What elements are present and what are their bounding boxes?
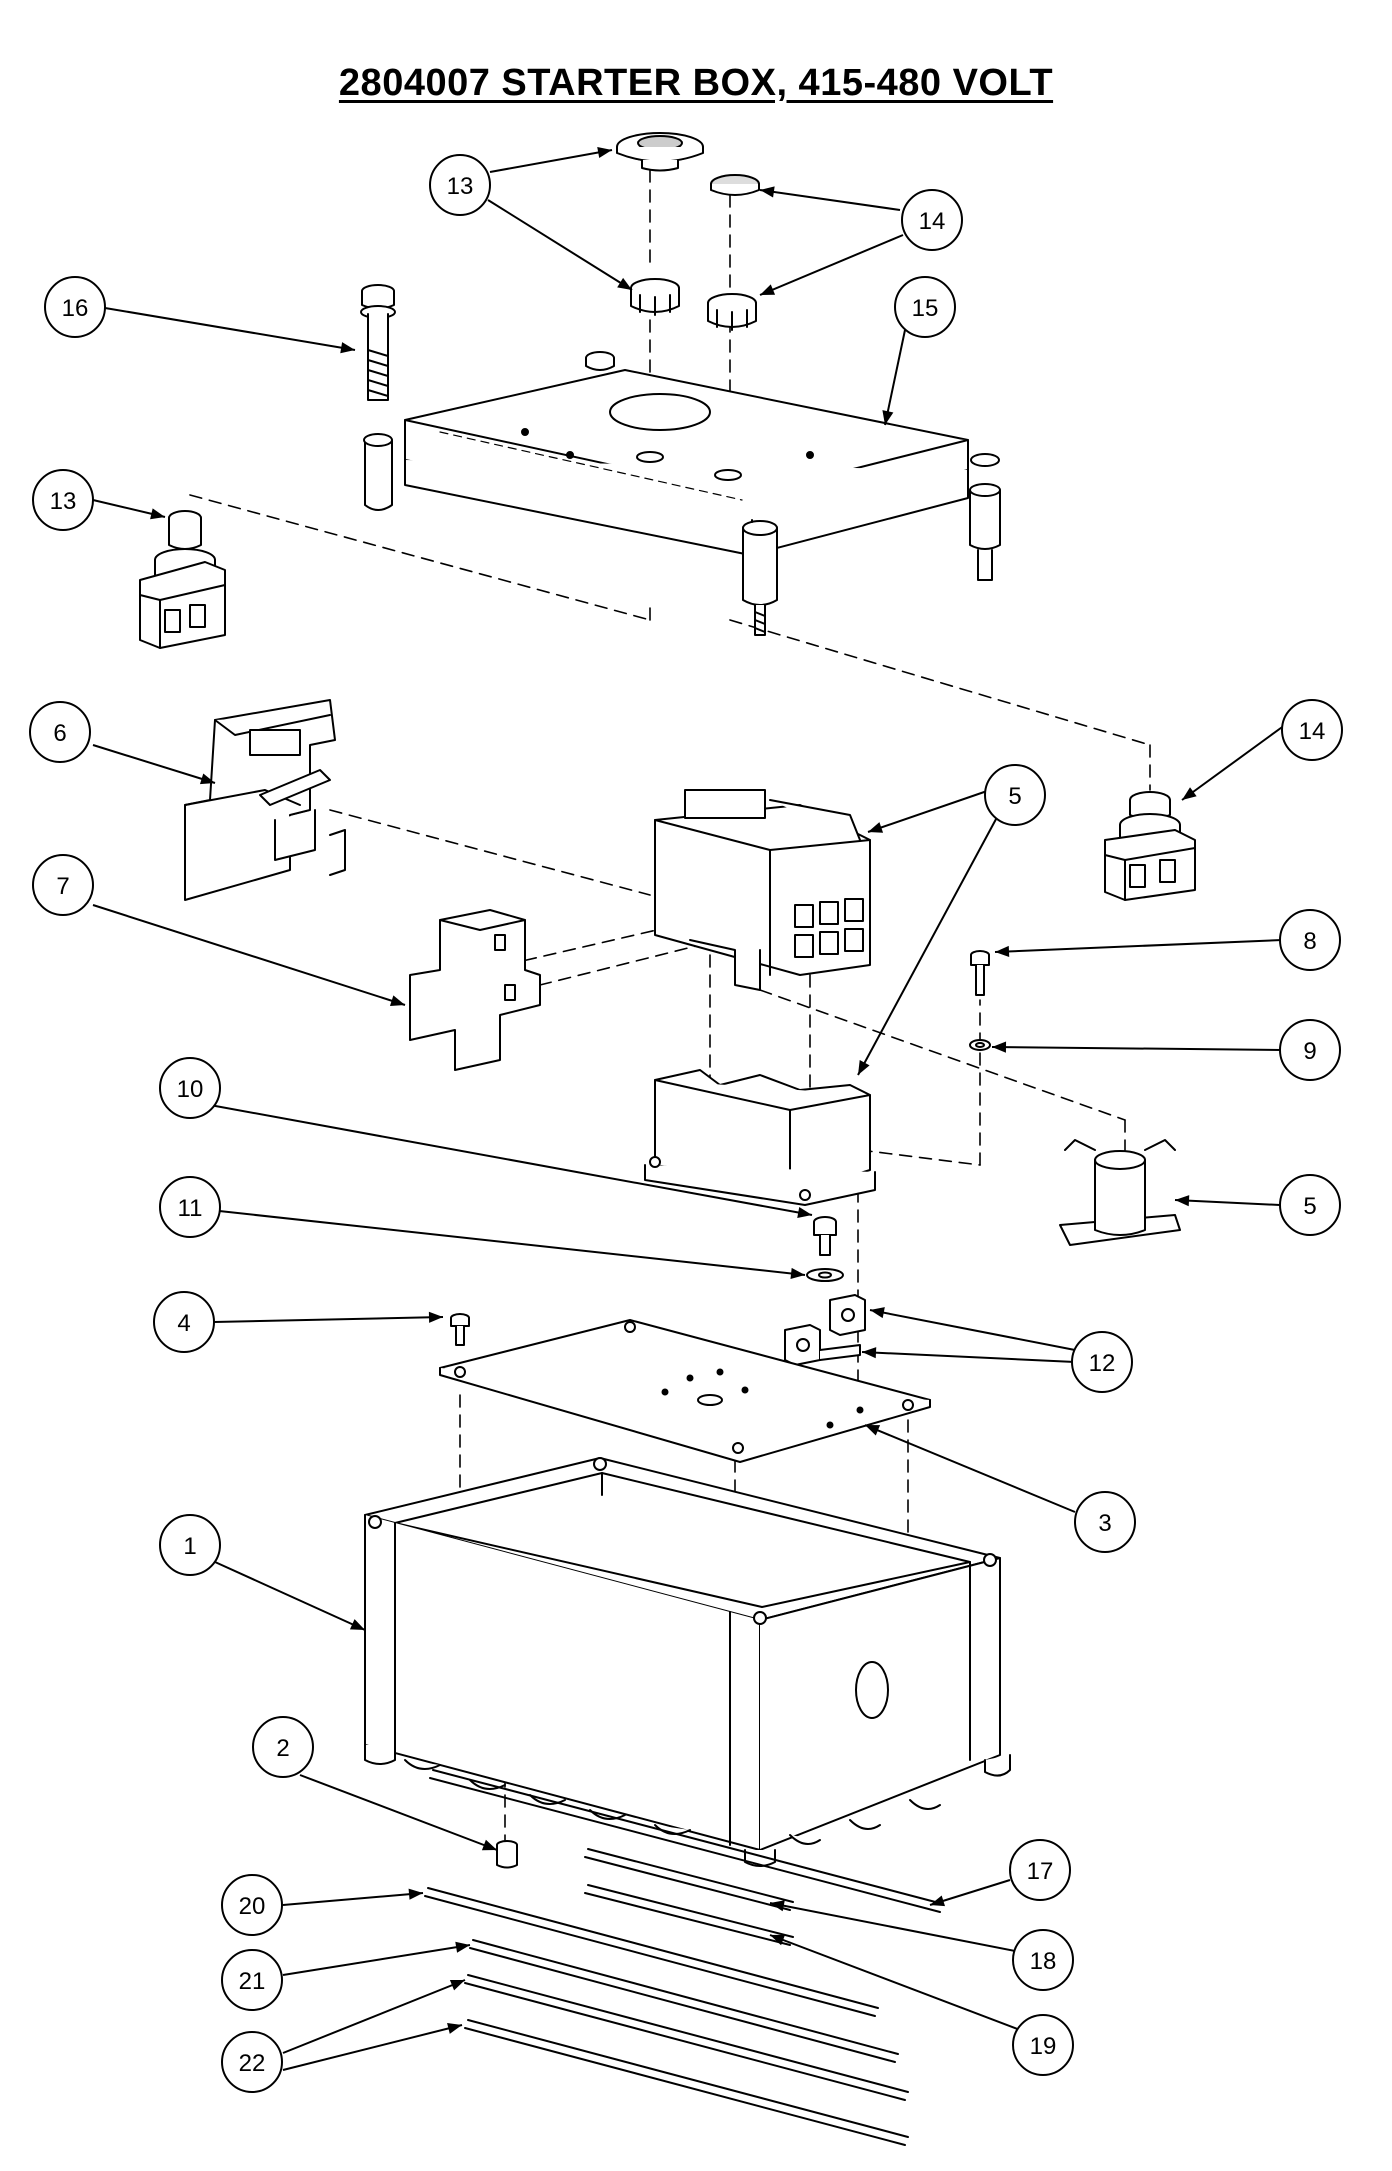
callout-16: 16 (44, 276, 106, 338)
callout-22: 22 (221, 2031, 283, 2093)
drain-plug (496, 1840, 518, 1869)
callout-label: 13 (447, 173, 474, 200)
callout-label: 20 (239, 1893, 266, 1920)
callout-label: 19 (1030, 2033, 1057, 2060)
callout-14-right: 14 (1281, 699, 1343, 761)
callout-6: 6 (29, 701, 91, 763)
callout-12: 12 (1071, 1331, 1133, 1393)
pushbutton-right (1104, 791, 1196, 901)
small-screw (970, 950, 990, 996)
callout-20: 20 (221, 1874, 283, 1936)
enclosure-lid (363, 351, 1001, 636)
callout-label: 7 (56, 873, 69, 900)
callout-label: 4 (177, 1310, 190, 1337)
locknut-right (707, 293, 757, 331)
callout-label: 17 (1027, 1858, 1054, 1885)
wires (424, 1769, 944, 2146)
callout-15: 15 (894, 276, 956, 338)
callout-7: 7 (32, 854, 94, 916)
callout-label: 16 (62, 295, 89, 322)
callout-label: 21 (239, 1968, 266, 1995)
callout-17: 17 (1009, 1839, 1071, 1901)
leader-lines (92, 146, 1286, 2071)
callout-label: 18 (1030, 1948, 1057, 1975)
callout-label: 22 (239, 2050, 266, 2077)
callout-4: 4 (153, 1291, 215, 1353)
callout-11: 11 (159, 1176, 221, 1238)
pushbutton-left (139, 510, 226, 649)
ground-lugs (784, 1294, 866, 1366)
callout-label: 1 (183, 1533, 196, 1560)
callout-5-top: 5 (984, 764, 1046, 826)
callout-10: 10 (159, 1057, 221, 1119)
callout-label: 14 (919, 208, 946, 235)
indicator-lens (710, 174, 760, 196)
callout-label: 2 (276, 1735, 289, 1762)
callout-1: 1 (159, 1514, 221, 1576)
back-panel (439, 1319, 931, 1463)
flat-washer (806, 1268, 844, 1282)
callout-label: 5 (1008, 783, 1021, 810)
callout-label: 3 (1098, 1510, 1111, 1537)
callout-label: 12 (1089, 1350, 1116, 1377)
contactor-coil (1059, 1139, 1181, 1246)
cover-screw (360, 284, 396, 401)
callout-label: 8 (1303, 928, 1316, 955)
callout-label: 9 (1303, 1038, 1316, 1065)
callout-label: 15 (912, 295, 939, 322)
auxiliary-contact-block (409, 909, 541, 1071)
callout-label: 13 (50, 488, 77, 515)
locknut-left (630, 278, 680, 316)
mounting-screw (813, 1216, 837, 1256)
mushroom-head-button (616, 132, 704, 172)
callout-2: 2 (252, 1716, 314, 1778)
callout-14-top: 14 (901, 189, 963, 251)
callout-3: 3 (1074, 1491, 1136, 1553)
callout-label: 5 (1303, 1193, 1316, 1220)
panel-screw (450, 1313, 470, 1346)
callouts: 13 14 16 15 13 6 14 5 7 8 9 10 5 11 4 12… (29, 154, 1343, 2093)
contactor (654, 789, 871, 991)
contactor-base (644, 1069, 876, 1206)
callout-19: 19 (1012, 2014, 1074, 2076)
callout-label: 11 (178, 1195, 203, 1222)
lock-washer (969, 1039, 991, 1051)
callout-18: 18 (1012, 1929, 1074, 1991)
callout-13-left: 13 (32, 469, 94, 531)
enclosure-box (364, 1457, 1011, 1867)
callout-label: 10 (177, 1076, 204, 1103)
callout-21: 21 (221, 1949, 283, 2011)
callout-13-top: 13 (429, 154, 491, 216)
page-title: 2804007 STARTER BOX, 415-480 VOLT (338, 62, 1054, 104)
callout-label: 6 (53, 720, 66, 747)
callout-8: 8 (1279, 909, 1341, 971)
callout-5-bottom: 5 (1279, 1174, 1341, 1236)
overload-relay (184, 699, 346, 901)
callout-9: 9 (1279, 1019, 1341, 1081)
callout-label: 14 (1299, 718, 1326, 745)
